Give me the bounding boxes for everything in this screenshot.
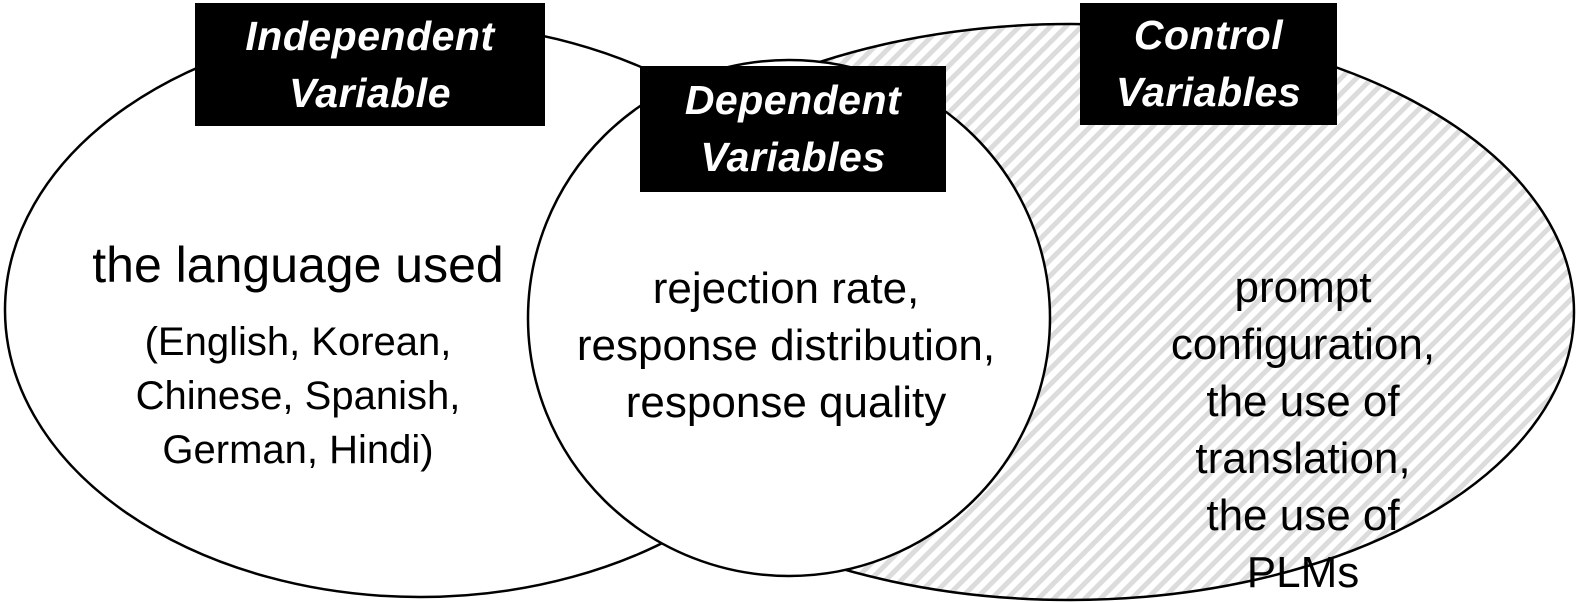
- independent-variable-label-line2: Variable: [288, 69, 451, 116]
- independent-variable-main-text: the language used: [92, 237, 504, 293]
- independent-variable-label-line1: Independent: [245, 12, 495, 59]
- dependent-variables-content-line3: response quality: [625, 378, 947, 427]
- dependent-variables-label: Dependent Variables: [640, 66, 946, 192]
- dependent-variables-label-line2: Variables: [700, 134, 886, 180]
- control-variables-content-line1: prompt configuration,: [1170, 263, 1436, 369]
- independent-variable-detail-line1: (English, Korean,: [144, 320, 452, 364]
- control-variables-label: Control Variables: [1080, 3, 1337, 125]
- control-variables-label-line1: Control: [1133, 12, 1284, 58]
- control-variables-content: prompt configuration, the use of transla…: [1166, 259, 1441, 601]
- independent-variable-detail: (English, Korean, Chinese, Spanish, Germ…: [92, 315, 503, 477]
- control-variables-label-line2: Variables: [1115, 69, 1302, 115]
- independent-variable-detail-line2: Chinese, Spanish,: [135, 374, 461, 418]
- control-variables-content-line2: the use of translation,: [1195, 377, 1411, 483]
- dependent-variables-content: rejection rate, response distribution, r…: [577, 260, 995, 431]
- independent-variable-content: the language used (English, Korean, Chin…: [92, 237, 503, 477]
- dependent-variables-content-line1: rejection rate,: [652, 264, 920, 313]
- control-variables-content-line3: the use of PLMs: [1206, 491, 1400, 597]
- dependent-variables-content-line2: response distribution,: [576, 321, 996, 370]
- independent-variable-detail-line3: German, Hindi): [162, 428, 434, 472]
- independent-variable-label: Independent Variable: [195, 3, 545, 126]
- dependent-variables-label-line1: Dependent: [684, 77, 902, 123]
